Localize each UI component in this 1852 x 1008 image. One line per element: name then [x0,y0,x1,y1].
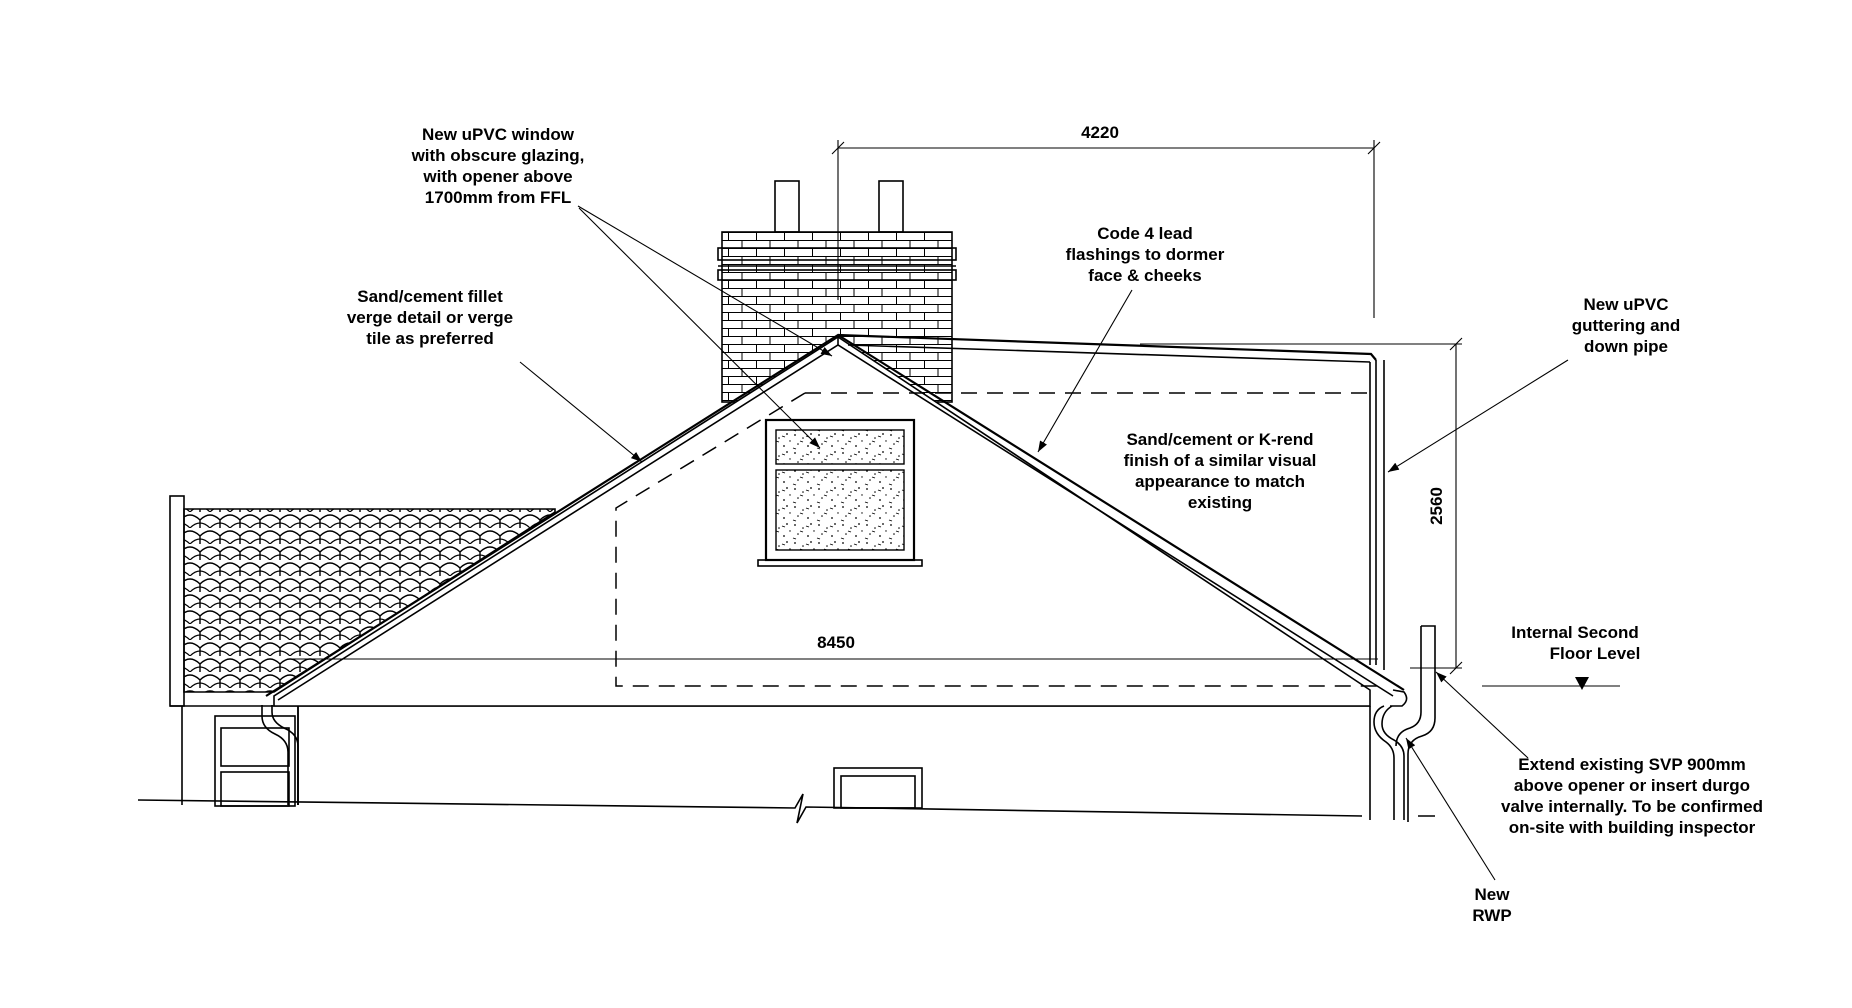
annotation-gutter: New uPVC guttering and down pipe [1572,295,1681,356]
lead-line-3: face & cheeks [1088,266,1201,285]
annotation-floor-level: Internal Second Floor Level [1511,623,1640,663]
lead-line-1: Code 4 lead [1097,224,1192,243]
annotation-svp: Extend existing SVP 900mm above opener o… [1501,755,1763,837]
dim-label-8450: 8450 [817,633,855,652]
floor-level-marker [1482,677,1620,690]
verge-line-2: verge detail or verge [347,308,513,327]
annotation-render: Sand/cement or K-rend finish of a simila… [1124,430,1317,512]
render-line-1: Sand/cement or K-rend [1126,430,1313,449]
dim-label-2560: 2560 [1427,487,1446,525]
svp-line-1: Extend existing SVP 900mm [1518,755,1745,774]
gutter-line-2: guttering and [1572,316,1681,335]
svp-line-2: above opener or insert durgo [1514,776,1750,795]
render-line-3: appearance to match [1135,472,1305,491]
verge-line-1: Sand/cement fillet [357,287,503,306]
rwp-line-1: New [1475,885,1511,904]
svp-line-3: valve internally. To be confirmed [1501,797,1763,816]
dim-label-4220: 4220 [1081,123,1119,142]
svp-pipe [1395,625,1436,822]
gutter-line-1: New uPVC [1583,295,1668,314]
annotation-verge: Sand/cement fillet verge detail or verge… [347,287,513,348]
window-line-1: New uPVC window [422,125,575,144]
leaders [519,205,1569,881]
annotation-rwp: New RWP [1472,885,1511,925]
render-line-4: existing [1188,493,1252,512]
ground-line [137,793,1435,824]
lead-line-2: flashings to dormer [1066,245,1225,264]
floor-level-line-2: Floor Level [1550,644,1641,663]
window-line-3: with opener above [422,167,572,186]
verge-line-3: tile as preferred [366,329,494,348]
gutter-line-3: down pipe [1584,337,1668,356]
svp-line-4: on-site with building inspector [1509,818,1756,837]
new-window [757,418,923,567]
annotation-window: New uPVC window with obscure glazing, wi… [411,125,585,207]
rwp-line-2: RWP [1472,906,1511,925]
window-line-2: with obscure glazing, [411,146,585,165]
window-line-4: 1700mm from FFL [425,188,571,207]
floor-level-line-1: Internal Second [1511,623,1639,642]
dim-4220 [831,140,1381,318]
annotation-lead: Code 4 lead flashings to dormer face & c… [1066,224,1225,285]
internal-outline [615,392,1380,687]
wall-opening [833,767,923,809]
dim-2560 [1140,337,1463,675]
render-line-2: finish of a similar visual [1124,451,1317,470]
